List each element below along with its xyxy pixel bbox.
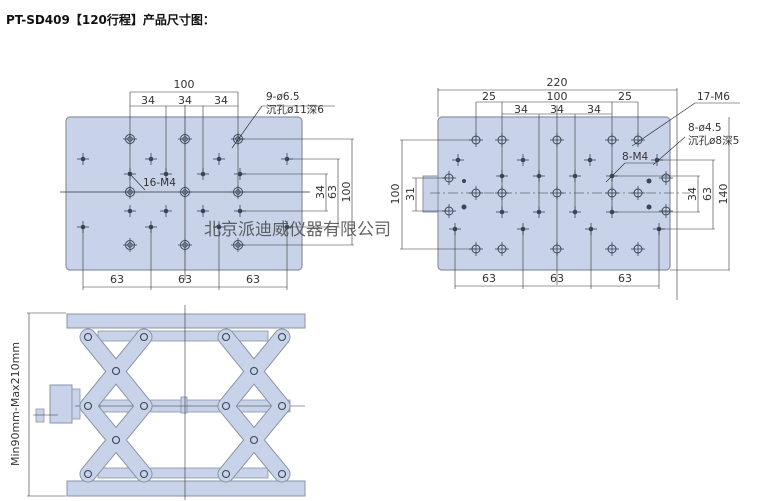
dim-right-63: 63 xyxy=(326,185,339,199)
top-view-labels: 100 34 34 34 63 63 63 34 63 100 9-ø6.5 沉… xyxy=(110,78,353,286)
dim-base-bottom-2: 63 xyxy=(550,272,564,285)
dim-bottom-1: 63 xyxy=(110,273,124,286)
dim-bottom-2: 63 xyxy=(178,273,192,286)
dim-base-right-34: 34 xyxy=(686,187,699,201)
height-range-label: Min90mm-Max210mm xyxy=(9,342,22,466)
page-title: PT-SD409【120行程】产品尺寸图： xyxy=(6,13,215,27)
dim-base-bottom-1: 63 xyxy=(482,272,496,285)
callout-m4: 8-M4 xyxy=(622,151,649,163)
callout-counterbore-count: 9-ø6.5 xyxy=(266,91,300,103)
dim-top-seg-1: 34 xyxy=(141,94,155,107)
dim-base-left-100: 100 xyxy=(389,184,402,205)
dim-base-bottom-3: 63 xyxy=(618,272,632,285)
dim-top-overall: 100 xyxy=(174,78,195,91)
dim-base-seg-1: 34 xyxy=(514,103,528,116)
top-plate-view xyxy=(60,91,354,290)
dim-base-inner: 100 xyxy=(547,90,568,103)
dim-right-34: 34 xyxy=(314,185,327,199)
callout-m6: 17-M6 xyxy=(697,91,730,103)
dim-base-side-left: 25 xyxy=(482,90,496,103)
dim-base-right-140: 140 xyxy=(717,184,730,205)
callout-base-counterbore-spec: 沉孔ø8深5 xyxy=(688,134,739,147)
dim-base-seg-2: 34 xyxy=(550,103,564,116)
dim-bottom-3: 63 xyxy=(246,273,260,286)
callout-threaded: 16-M4 xyxy=(143,177,176,189)
side-view: Min90mm-Max210mm xyxy=(9,305,306,500)
dim-top-seg-2: 34 xyxy=(178,94,192,107)
dim-base-side-right: 25 xyxy=(618,90,632,103)
base-plate-view xyxy=(400,88,740,300)
dim-base-overall: 220 xyxy=(547,76,568,89)
dim-right-100: 100 xyxy=(340,182,353,203)
dim-top-seg-3: 34 xyxy=(214,94,228,107)
watermark-text: 北京派迪威仪器有限公司 xyxy=(204,220,391,240)
dim-base-left-31: 31 xyxy=(404,187,417,201)
callout-counterbore-spec: 沉孔ø11深6 xyxy=(266,103,324,116)
callout-base-counterbore-count: 8-ø4.5 xyxy=(688,122,722,134)
dim-base-right-63: 63 xyxy=(701,187,714,201)
dim-base-seg-3: 34 xyxy=(587,103,601,116)
base-view-labels: 220 25 100 25 34 34 34 63 63 63 34 63 14… xyxy=(389,76,739,285)
